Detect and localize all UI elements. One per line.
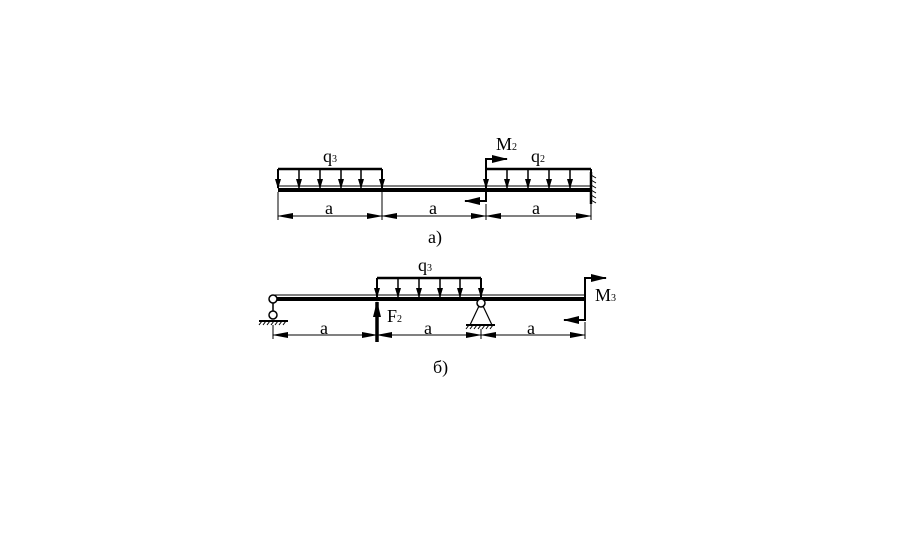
- distributed-load-q2-a: [483, 167, 592, 189]
- diagram-a: q3 q2 M2: [275, 134, 597, 248]
- fixed-support-a: [589, 172, 597, 204]
- dimensions-b: [272, 322, 586, 339]
- dim-label-a-1: a: [325, 198, 333, 218]
- moment-m2-a: [464, 155, 508, 205]
- distributed-load-q3-a: [275, 167, 385, 189]
- dimensions-a: [277, 192, 592, 220]
- dim-label-b-3: a: [527, 318, 535, 338]
- dim-label-a-2: a: [429, 198, 437, 218]
- force-label-f2-b: F2: [387, 306, 402, 326]
- diagram-b: q3 F2 M3: [258, 255, 616, 378]
- dim-label-b-1: a: [320, 318, 328, 338]
- dim-label-a-3: a: [532, 198, 540, 218]
- moment-label-m2-a: M2: [496, 134, 517, 154]
- load-label-q3-b: q3: [418, 255, 432, 275]
- dim-label-b-2: a: [424, 318, 432, 338]
- caption-b: б): [433, 357, 448, 378]
- distributed-load-q3-b: [374, 276, 484, 298]
- moment-m3-b: [563, 274, 607, 324]
- moment-label-m3-b: M3: [595, 285, 616, 305]
- pin-support-middle-b: [465, 298, 495, 330]
- caption-a: а): [428, 227, 442, 248]
- load-label-q2-a: q2: [531, 146, 545, 166]
- load-label-q3-a: q3: [323, 146, 337, 166]
- pin-support-left-b: [258, 294, 288, 326]
